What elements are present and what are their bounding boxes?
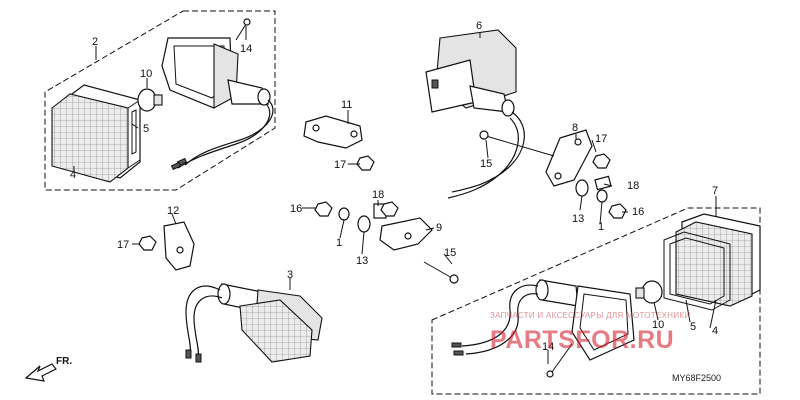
callout-14-bottom: 14: [542, 341, 554, 353]
bolt-15-center: [423, 261, 459, 284]
callout-12: 12: [167, 205, 179, 217]
nut-16-center: [314, 201, 333, 217]
collar-1-right: [596, 189, 608, 203]
callout-11: 11: [341, 99, 352, 111]
front-left-housing: [161, 37, 274, 171]
callout-4-bottom: 4: [712, 325, 718, 337]
callout-5-top: 5: [143, 123, 149, 135]
bracket-12: [163, 221, 195, 271]
screw-14-bottom: [546, 343, 573, 378]
bracket-8: [545, 129, 593, 187]
front-left-lens: [51, 84, 141, 183]
callout-8: 8: [572, 122, 578, 134]
callout-18-right: 18: [627, 180, 639, 192]
collar-1-center: [338, 207, 350, 221]
bracket-11: [303, 110, 363, 149]
bolt-15-right: [479, 130, 555, 157]
callout-5-bottom: 5: [690, 321, 696, 333]
nut-17-right: [592, 153, 611, 169]
group-outline-rear-right: [431, 207, 761, 395]
rear-right-bulb: [635, 280, 663, 304]
bracket-9: [379, 217, 433, 251]
rear-right-lens: [675, 213, 761, 307]
callout-14-top: 14: [240, 43, 252, 55]
callout-1-right: 1: [598, 221, 604, 233]
callout-1-center: 1: [336, 237, 342, 249]
callout-7: 7: [712, 185, 718, 197]
collar-18-right: [594, 175, 612, 191]
diagram-code: MY68F2500: [672, 373, 721, 383]
nut-17-left: [138, 235, 157, 251]
callout-6: 6: [476, 20, 482, 32]
callout-10-bottom: 10: [652, 319, 664, 331]
callout-3: 3: [287, 269, 293, 281]
screw-14-top: [235, 18, 251, 41]
grommet-13-right: [575, 179, 589, 197]
front-left-gasket: [131, 109, 137, 155]
watermark-tagline: ЗАПЧАСТИ И АКСЕССУАРЫ ДЛЯ МОТОТЕХНИКИ: [490, 311, 690, 320]
group-outline-front-left: [44, 10, 276, 191]
callout-17-left: 17: [117, 239, 129, 251]
callout-9: 9: [436, 222, 442, 234]
nut-17-upper: [356, 155, 375, 171]
callout-labels: 2 14 10 5 4 6 11 17 8 17 15 18 13 1 16 7…: [70, 20, 718, 353]
front-right-housing: [425, 29, 525, 199]
callout-4-top: 4: [70, 169, 76, 181]
front-left-bulb: [137, 88, 163, 112]
nut-16-right: [608, 203, 627, 219]
callout-18-center: 18: [372, 189, 384, 201]
callout-13-center: 13: [356, 255, 368, 267]
callout-10-top: 10: [140, 68, 152, 80]
callout-15-right: 15: [480, 158, 492, 170]
watermark-brand: PARTSFOR.RU: [490, 326, 674, 354]
rear-left-winker: [185, 283, 323, 363]
front-direction-arrow: FR.: [24, 356, 72, 382]
callout-13-right: 13: [572, 213, 584, 225]
front-direction-label: FR.: [56, 356, 72, 367]
callout-15-center: 15: [444, 247, 456, 259]
callout-16-right: 16: [632, 206, 644, 218]
callout-16-center: 16: [290, 203, 302, 215]
nut-17-center: [380, 201, 399, 217]
watermark: ЗАПЧАСТИ И АКСЕССУАРЫ ДЛЯ МОТОТЕХНИКИ PA…: [490, 311, 690, 354]
callout-17-upper: 17: [334, 159, 346, 171]
callout-2: 2: [92, 36, 98, 48]
leader-lines: [73, 26, 717, 364]
grommet-13-center: [357, 215, 371, 233]
callout-17-right: 17: [595, 133, 607, 145]
rear-right-housing: [451, 279, 635, 361]
rear-right-gasket: [663, 231, 731, 311]
